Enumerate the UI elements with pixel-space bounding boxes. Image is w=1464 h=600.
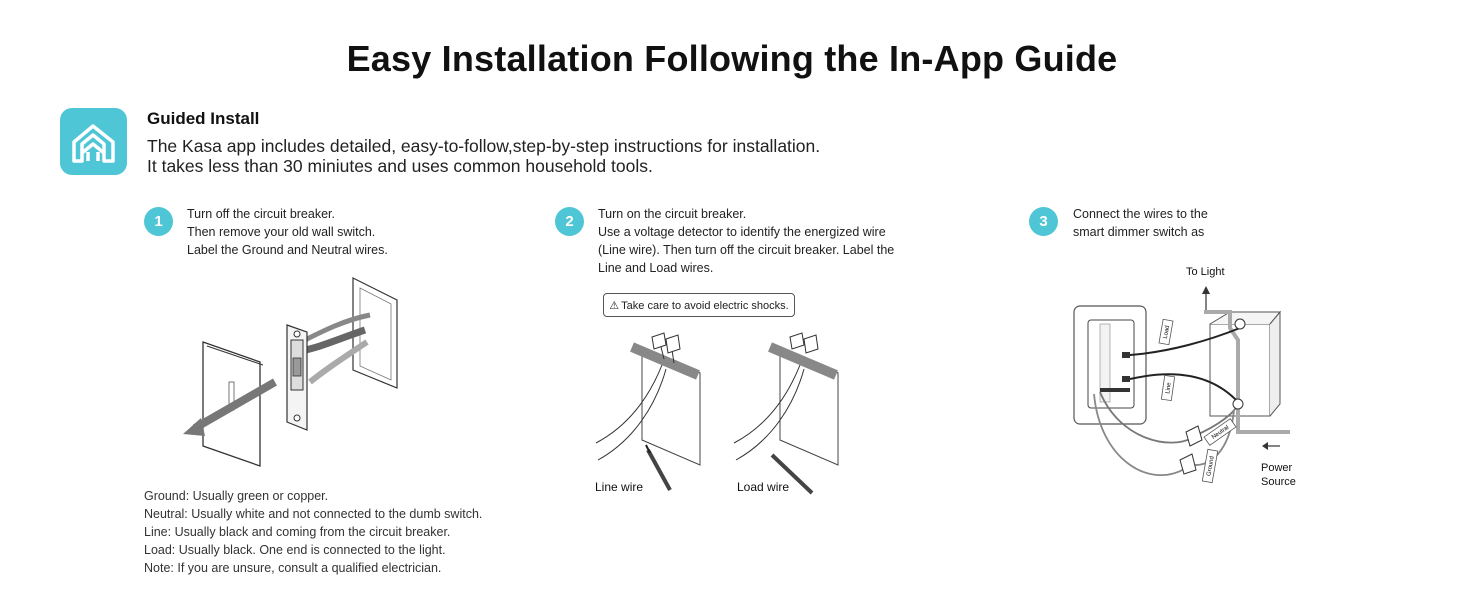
to-light-label: To Light xyxy=(1186,266,1225,278)
remove-switch-illustration xyxy=(183,277,398,467)
step-line: Turn off the circuit breaker. xyxy=(187,207,335,221)
step-line: smart dimmer switch as xyxy=(1073,225,1205,239)
note-line: Note: If you are unsure, consult a quali… xyxy=(144,561,442,575)
tag-load: Load xyxy=(1163,325,1171,339)
step-line: (Line wire). Then turn off the circuit b… xyxy=(598,243,895,257)
kasa-house-icon xyxy=(72,124,115,163)
note-line: Neutral: Usually white and not connected… xyxy=(144,507,483,521)
wire-notes: Ground: Usually green or copper. Neutral… xyxy=(144,487,482,577)
warning-triangle-icon: ⚠ xyxy=(609,300,620,312)
line-wire-label: Line wire xyxy=(595,480,644,494)
warning-text: Take care to avoid electric shocks. xyxy=(621,300,789,312)
warning-box: ⚠Take care to avoid electric shocks. xyxy=(603,293,795,317)
voltage-test-illustration xyxy=(595,332,839,495)
tag-line: Line xyxy=(1165,381,1173,394)
note-line: Load: Usually black. One end is connecte… xyxy=(144,543,446,557)
tag-ground: Ground xyxy=(1206,456,1215,477)
page-title: Easy Installation Following the In-App G… xyxy=(346,38,1118,79)
guide-heading: Guided Install xyxy=(147,109,260,128)
guide-description: The Kasa app includes detailed, easy-to-… xyxy=(147,136,820,176)
kasa-app-icon xyxy=(60,108,127,175)
step-1-badge: 1 xyxy=(144,207,173,236)
step-2-badge: 2 xyxy=(555,207,584,236)
step-line: Use a voltage detector to identify the e… xyxy=(598,225,886,239)
step-line: Label the Ground and Neutral wires. xyxy=(187,243,388,257)
step-3-badge: 3 xyxy=(1029,207,1058,236)
step-1-text: Turn off the circuit breaker. Then remov… xyxy=(187,205,388,259)
guide-line: The Kasa app includes detailed, easy-to-… xyxy=(147,136,821,156)
load-wire-label: Load wire xyxy=(737,480,790,494)
power-source-line: Source xyxy=(1261,476,1296,488)
power-source-label: Power Source xyxy=(1261,461,1296,489)
note-line: Line: Usually black and coming from the … xyxy=(144,525,451,539)
step-line: Line and Load wires. xyxy=(598,261,714,275)
step-2-text: Turn on the circuit breaker. Use a volta… xyxy=(598,205,894,277)
step-line: Connect the wires to the xyxy=(1073,207,1208,221)
wiring-diagram-illustration: Load Line Neutral Ground xyxy=(1073,286,1290,484)
step-line: Then remove your old wall switch. xyxy=(187,225,376,239)
step-3-text: Connect the wires to the smart dimmer sw… xyxy=(1073,205,1208,241)
power-source-line: Power xyxy=(1261,462,1293,474)
guide-line: It takes less than 30 miniutes and uses … xyxy=(147,156,653,176)
note-line: Ground: Usually green or copper. xyxy=(144,489,329,503)
step-line: Turn on the circuit breaker. xyxy=(598,207,747,221)
